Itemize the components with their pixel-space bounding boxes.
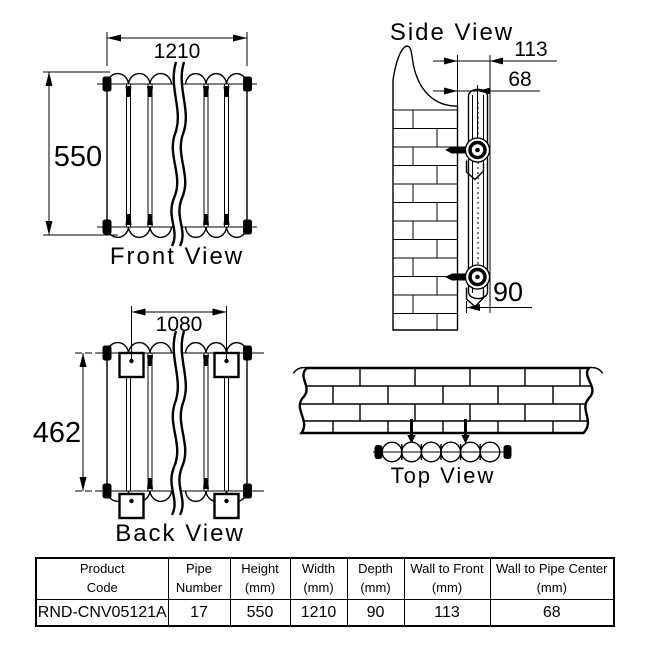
tube-bottom-arcs [106,226,248,239]
back-bracket-height-dim-label: 462 [33,417,81,449]
front-view: 1210 550 [43,32,257,270]
back-view: 1080 462 [33,306,266,547]
back-bracket-height-dimension: 462 [33,353,87,491]
top-view: Top View [292,366,604,488]
top-wall [292,366,604,435]
end-cap [102,219,112,235]
header-depth: Depth(mm) [346,557,405,600]
brick-courses [393,109,458,330]
value-width: 1210 [289,599,348,627]
side-view: Side View [390,19,557,331]
header-wall-to-front: Wall to Front(mm) [403,557,491,600]
back-view-label: Back View [115,520,245,547]
bracket-square [118,492,145,520]
front-width-dimension: 1210 [106,32,248,66]
break-lines [170,330,188,516]
front-view-label: Front View [110,243,244,270]
arrowhead-up [45,72,53,86]
end-cap [503,445,512,459]
wall-anchor [445,273,466,281]
top-radiator-body [373,441,512,463]
wall-to-front-dimension: 113 [433,38,557,313]
side-view-label: Side View [390,19,514,46]
end-cap [374,445,383,459]
end-cap [102,483,112,499]
back-bracket-width-dim-label: 1080 [156,313,203,336]
bracket-foot [465,160,485,181]
wall-anchor [445,146,466,154]
end-cap [102,76,112,92]
header-width: Width(mm) [289,557,348,600]
end-cap [102,345,112,361]
bracket-pins [407,419,470,444]
bracket-square [213,492,240,520]
wall-to-pipe-center-dimension: 68 [433,68,540,138]
front-height-dimension: 550 [43,71,118,236]
front-height-dim-label: 550 [54,141,102,173]
value-product-code: RND-CNV05121A [35,599,169,627]
wall-to-pipe-center-dim-label: 68 [508,68,531,91]
torn-edge-curl [292,366,310,374]
value-wall-to-pipe-center: 68 [489,599,615,627]
end-cap [243,483,252,499]
front-radiator-body [97,61,257,247]
end-cap [243,219,252,235]
depth-dimension: 90 [466,277,532,313]
value-pipe-number: 17 [167,599,231,627]
side-wall [392,45,459,331]
torn-edge-curl [586,366,604,374]
arrowhead-down [45,221,53,235]
value-wall-to-front: 113 [403,599,491,627]
arrowhead-left [107,34,121,42]
break-lines [170,61,188,247]
back-radiator-body [75,330,266,520]
wall-bracket-top [445,137,491,181]
tube-junctions [126,353,229,491]
value-depth: 90 [346,599,405,627]
back-bracket-width-dimension: 1080 [131,306,227,360]
top-view-label: Top View [391,463,496,488]
end-cap [243,345,252,361]
arrowhead-right [233,34,247,42]
front-width-dim-label: 1210 [154,40,201,63]
depth-dim-label: 90 [493,277,523,307]
tube-top-arcs [106,72,248,85]
tube-junctions [125,84,230,227]
brick-courses [299,368,593,433]
wall-to-front-dim-label: 113 [514,38,547,61]
end-cap [243,76,252,92]
mounting-brackets [118,351,240,520]
spec-table-data-row: RND-CNV05121A 17 550 1210 90 113 68 [35,599,615,627]
header-height: Height(mm) [229,557,291,600]
header-wall-to-pipe-center: Wall to Pipe Center(mm) [489,557,615,600]
value-height: 550 [229,599,291,627]
